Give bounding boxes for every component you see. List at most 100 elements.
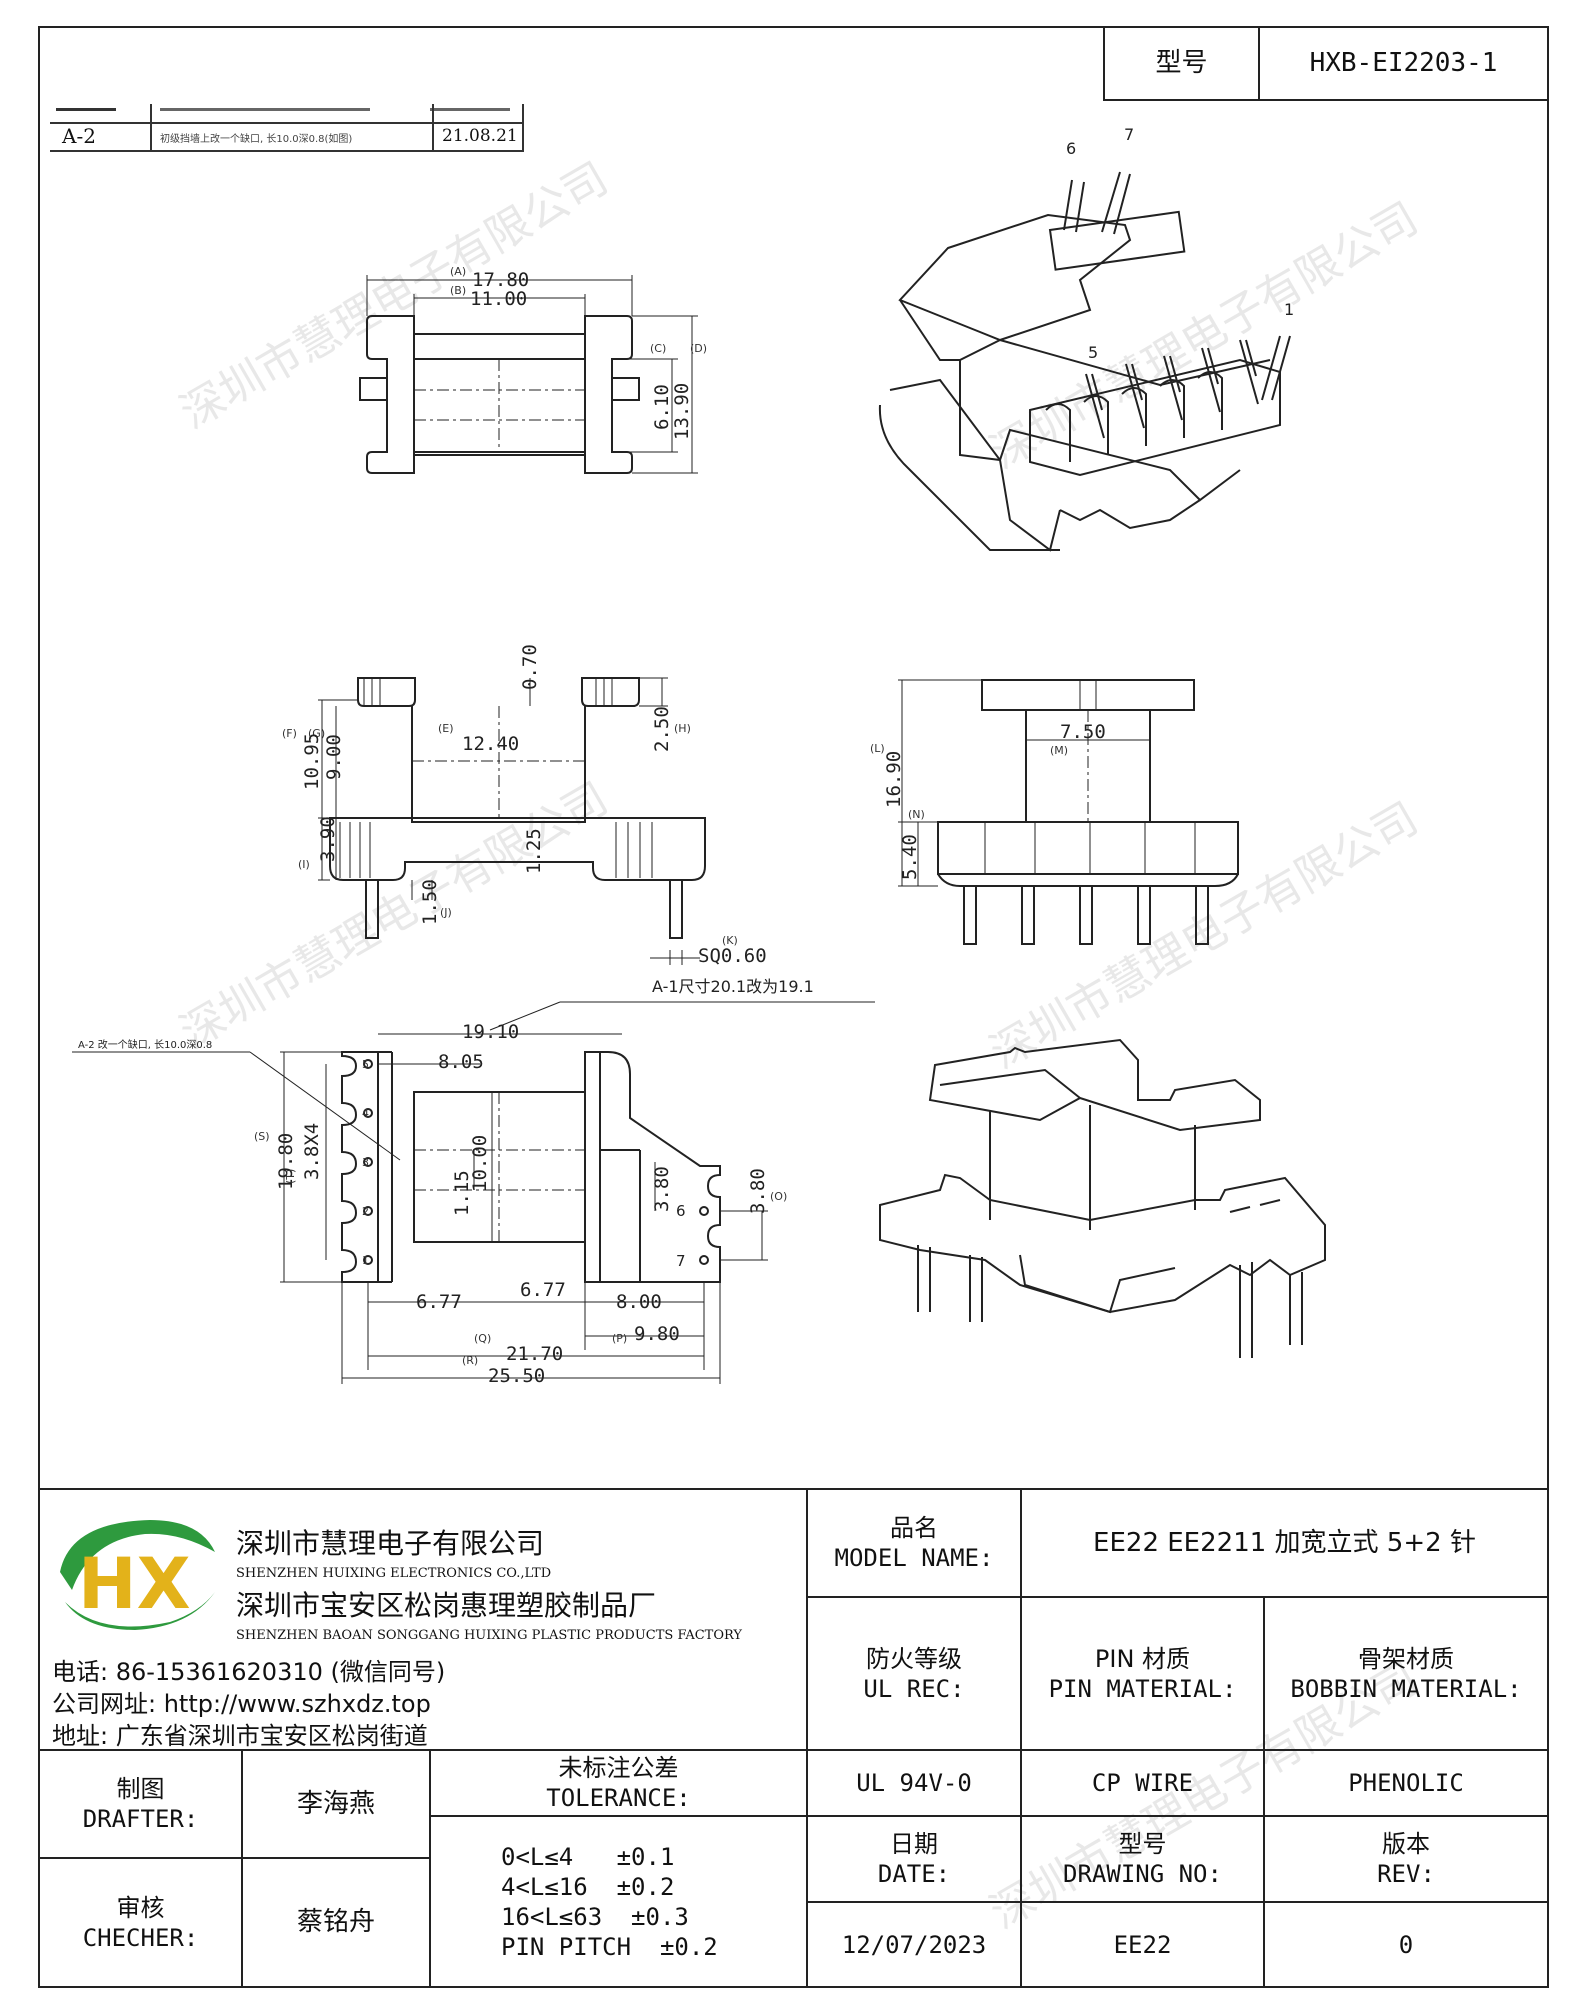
dim-m: 7.50 — [1060, 721, 1106, 743]
dim-n-tag: (N) — [908, 808, 925, 821]
iso-pin-7: 7 — [1124, 125, 1134, 144]
factory-name-cn: 深圳市宝安区松岗惠理塑胶制品厂 — [236, 1589, 657, 1622]
ul-value: UL 94V-0 — [806, 1749, 1022, 1817]
dim-380b: 3.80 — [747, 1168, 769, 1214]
dim-c: 6.10 — [651, 384, 673, 430]
dim-n: 5.40 — [899, 834, 921, 880]
date-label: 日期 DATE: — [806, 1815, 1022, 1903]
drawing-no-label-cn: 型号 — [1118, 1830, 1167, 1858]
dim-g: 9.00 — [323, 734, 345, 780]
dim-r: 25.50 — [488, 1365, 545, 1387]
dim-j-tag: (J) — [440, 906, 452, 919]
dim-j: 1.50 — [419, 879, 441, 925]
company-name-cn: 深圳市慧理电子有限公司 — [236, 1527, 545, 1560]
dim-center: 1.25 — [523, 828, 545, 874]
dim-m-tag: (M) — [1050, 744, 1068, 757]
drafter-label: 制图 DRAFTER: — [38, 1749, 243, 1859]
bottom-pin-label: 3 — [362, 1156, 369, 1169]
rev-label-en: REV: — [1377, 1860, 1435, 1888]
header-model-value: HXB-EI2203-1 — [1258, 26, 1549, 101]
pin-material-label-cn: PIN 材质 — [1094, 1644, 1191, 1673]
dim-p: 9.80 — [634, 1323, 680, 1345]
tolerance-table: 0<L≤4 ±0.1 4<L≤16 ±0.2 16<L≤63 ±0.3 PIN … — [429, 1815, 808, 1988]
model-name-label: 品名 MODEL NAME: — [806, 1488, 1022, 1598]
drawing-no-label: 型号 DRAWING NO: — [1020, 1815, 1265, 1903]
checker-label: 审核 CHECHER: — [38, 1857, 243, 1988]
dim-s-tag: (S) — [254, 1130, 270, 1143]
company-phone: 电话: 86-15361620310 (微信同号) — [52, 1658, 446, 1686]
dim-f-tag: (F) — [282, 727, 297, 740]
ul-label-cn: 防火等级 — [866, 1644, 962, 1673]
logo-text: HX — [78, 1543, 191, 1625]
model-name-value: EE22 EE2211 加宽立式 5+2 针 — [1020, 1488, 1549, 1598]
bottom-pin-label: 1 — [362, 1254, 369, 1267]
dim-h-tag: (H) — [674, 722, 691, 735]
iso-view-bottom — [879, 1038, 1326, 1358]
dim-g-tag: (G) — [308, 727, 325, 740]
tolerance-label-cn: 未标注公差 — [558, 1754, 679, 1782]
bottom-pin-6: 6 — [676, 1202, 686, 1220]
drafter-label-cn: 制图 — [116, 1775, 165, 1803]
dim-677b: 6.77 — [520, 1279, 566, 1301]
dim-k: SQ0.60 — [698, 945, 767, 967]
dim-f: 10.95 — [301, 733, 323, 790]
dim-o-tag: (O) — [770, 1190, 787, 1203]
bobbin-material-label: 骨架材质 BOBBIN MATERIAL: — [1263, 1596, 1549, 1751]
iso-pin-5: 5 — [1088, 343, 1098, 362]
dim-a: 17.80 — [472, 269, 529, 291]
tolerance-row: 0<L≤4 ±0.1 — [501, 1842, 675, 1871]
dim-h: 2.50 — [651, 706, 673, 752]
front-view — [318, 677, 875, 1031]
dim-c-tag: (C) — [650, 342, 666, 355]
technical-drawing: (A) 17.80 (B) 11.00 (C) 6.10 (D) 13.90 0… — [72, 125, 1326, 1387]
bobbin-material-label-cn: 骨架材质 — [1358, 1644, 1454, 1673]
checker-label-cn: 审核 — [116, 1893, 165, 1922]
dim-p-tag: (P) — [612, 1332, 627, 1345]
pin-material-label: PIN 材质 PIN MATERIAL: — [1020, 1596, 1265, 1751]
date-value: 12/07/2023 — [806, 1901, 1022, 1988]
dim-k-tag: (K) — [722, 934, 738, 947]
drafter-label-en: DRAFTER: — [82, 1805, 199, 1833]
iso-pin-6: 6 — [1066, 139, 1076, 158]
dim-e: 12.40 — [462, 733, 519, 755]
dim-b-tag: (B) — [450, 284, 466, 297]
revision-date: 21.08.21 — [442, 126, 518, 146]
dim-s: 19.80 — [275, 1133, 297, 1190]
dim-e-tag: (E) — [438, 722, 454, 735]
dim-677a: 6.77 — [416, 1291, 462, 1313]
tolerance-label-en: TOLERANCE: — [546, 1784, 691, 1812]
dim-b: 11.00 — [470, 288, 527, 310]
bottom-pin-label: 4 — [362, 1107, 369, 1120]
bobbin-material-value: PHENOLIC — [1263, 1749, 1549, 1817]
dim-1000: 10.00 — [469, 1135, 491, 1192]
dim-l-tag: (L) — [870, 742, 885, 755]
factory-name-en: SHENZHEN BAOAN SONGGANG HUIXING PLASTIC … — [236, 1628, 742, 1643]
revision-rev: A-2 — [62, 124, 96, 148]
ul-label-en: UL REC: — [863, 1674, 965, 1703]
date-label-en: DATE: — [877, 1860, 951, 1888]
dim-l: 16.90 — [883, 751, 905, 808]
dim-w: 19.10 — [462, 1021, 519, 1043]
iso-pin-1: 1 — [1284, 300, 1294, 319]
model-name-label-en: MODEL NAME: — [834, 1544, 994, 1572]
checker-name: 蔡铭舟 — [241, 1857, 431, 1988]
pin-material-value: CP WIRE — [1020, 1749, 1265, 1817]
iso-view-top — [878, 171, 1291, 552]
dim-805: 8.05 — [438, 1051, 484, 1073]
date-label-cn: 日期 — [890, 1830, 938, 1858]
bottom-view — [72, 1033, 768, 1384]
dim-800: 8.00 — [616, 1291, 662, 1313]
bobbin-material-label-en: BOBBIN MATERIAL: — [1290, 1674, 1522, 1703]
company-website: 公司网址: http://www.szhxdz.top — [52, 1690, 431, 1718]
dim-q-tag: (Q) — [474, 1332, 491, 1345]
dim-d-tag: (D) — [690, 342, 707, 355]
revision-table: A-2 初级挡墙上改一个缺口, 长10.0深0.8(如图) 21.08.21 — [50, 104, 524, 152]
dim-t-tag: (T) — [284, 1169, 297, 1184]
pin-material-label-en: PIN MATERIAL: — [1048, 1674, 1237, 1703]
checker-label-en: CHECHER: — [82, 1923, 199, 1952]
drawing-no-value: EE22 — [1020, 1901, 1265, 1988]
bottom-pin-7: 7 — [676, 1252, 686, 1270]
company-address: 地址: 广东省深圳市宝安区松岗街道 — [52, 1722, 428, 1750]
dim-115: 1.15 — [451, 1170, 473, 1216]
bottom-pin-label: 5 — [362, 1058, 369, 1071]
